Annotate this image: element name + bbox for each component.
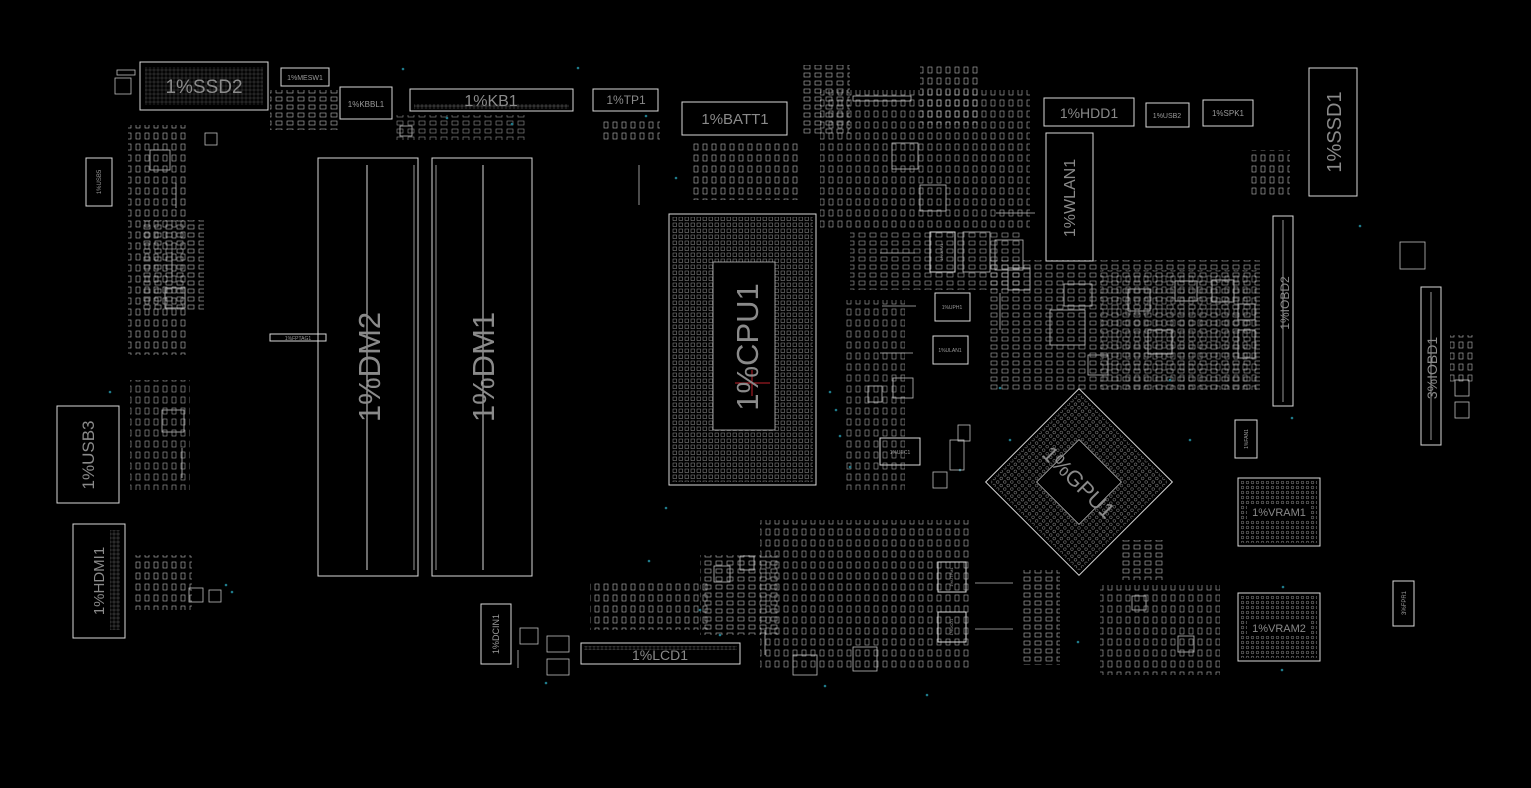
label-dm1: 1%DM1	[466, 312, 501, 422]
label-usb3: 1%USB3	[79, 421, 98, 490]
label-iobd2: 1%IOBD2	[1278, 276, 1292, 330]
label-lcd1: 1%LCD1	[632, 647, 688, 663]
connector-batt1[interactable]: 1%BATT1	[681, 101, 788, 136]
label-iobd1: 3%IOBD1	[1424, 337, 1440, 399]
dimm-slot-dm2[interactable]: 1%DM2	[317, 157, 419, 577]
connector-dcin1[interactable]: 1%DCIN1	[480, 603, 512, 665]
testpad-fptag[interactable]: 1%FPTAG1	[269, 333, 327, 342]
label-vram2: 1%VRAM2	[1252, 623, 1306, 635]
label-spk1: 1%SPK1	[1212, 109, 1245, 118]
memory-chip-vram1[interactable]: 1%VRAM1	[1237, 477, 1321, 547]
connector-kb1[interactable]: 1%KB1	[409, 88, 574, 112]
label-batt1: 1%BATT1	[701, 111, 768, 128]
ic-misc	[792, 95, 1235, 676]
label-vram1: 1%VRAM1	[1252, 507, 1306, 519]
memory-chip-vram2[interactable]: 1%VRAM2	[1237, 592, 1321, 662]
ic-uph[interactable]: 1%UPH1	[934, 292, 971, 322]
label-upm: 1%UPM1	[939, 243, 944, 261]
connector-usb3[interactable]: 1%USB3	[56, 405, 120, 504]
label-uph: 1%UPH1	[942, 305, 963, 311]
label-ucd: 1%UCD1	[949, 618, 954, 635]
label-mesw1: 1%MESW1	[287, 75, 323, 82]
connector-mesw1[interactable]: 1%MESW1	[280, 67, 330, 87]
connector-tp1[interactable]: 1%TP1	[592, 88, 659, 112]
label-fpr1: 3%FPR1	[1402, 590, 1408, 615]
connector-hdmi1[interactable]: 1%HDMI1	[72, 523, 126, 639]
label-hdmi1: 1%HDMI1	[91, 547, 108, 615]
label-dcin1: 1%DCIN1	[491, 614, 501, 654]
label-usb2: 1%USB2	[1153, 113, 1182, 120]
label-ssd1: 1%SSD1	[1324, 91, 1346, 172]
ic-uec[interactable]: 1%UEC1	[879, 437, 921, 466]
connector-hdd1[interactable]: 1%HDD1	[1043, 97, 1135, 127]
label-fptag: 1%FPTAG1	[285, 336, 312, 342]
connector-spk1[interactable]: 1%SPK1	[1202, 99, 1254, 127]
label-dm2: 1%DM2	[352, 312, 387, 422]
dimm-slot-dm1[interactable]: 1%DM1	[431, 157, 533, 577]
connector-kbbl1[interactable]: 1%KBBL1	[339, 86, 393, 120]
connector-wlan1[interactable]: 1%WLAN1	[1045, 132, 1094, 262]
label-utpm: 1%UTPM1	[949, 567, 954, 587]
connector-fpr1[interactable]: 3%FPR1	[1392, 580, 1415, 627]
label-kbbl1: 1%KBBL1	[348, 100, 385, 109]
ic-ucd[interactable]: 1%UCD1	[937, 611, 967, 643]
ic-ulan[interactable]: 1%ULAN1	[932, 335, 969, 365]
label-usb5: 1%USB5	[97, 169, 103, 194]
cpu-bga-cpu1[interactable]: 1%CPU1	[668, 213, 817, 486]
small-components-layer	[108, 65, 1475, 697]
connector-usb2[interactable]: 1%USB2	[1145, 102, 1190, 128]
label-ulan: 1%ULAN1	[938, 348, 962, 354]
label-kb1: 1%KB1	[464, 93, 517, 110]
connector-iobd2[interactable]: 1%IOBD2	[1272, 215, 1294, 407]
ic-upm[interactable]: 1%UPM1	[929, 231, 956, 273]
connector-iobd1[interactable]: 3%IOBD1	[1420, 286, 1442, 446]
label-uec: 1%UEC1	[890, 450, 911, 456]
label-ssd2: 1%SSD2	[165, 77, 242, 98]
connector-ssd1[interactable]: 1%SSD1	[1308, 67, 1358, 197]
connector-fan1[interactable]: 1%FAN1	[1234, 419, 1258, 459]
label-tp1: 1%TP1	[606, 93, 646, 107]
connector-lcd1[interactable]: 1%LCD1	[580, 642, 741, 665]
connector-ssd2[interactable]: 1%SSD2	[139, 61, 269, 111]
label-wlan1: 1%WLAN1	[1062, 159, 1079, 237]
ic-utpm[interactable]: 1%UTPM1	[937, 561, 967, 593]
label-cpu1: 1%CPU1	[730, 283, 765, 411]
connector-usb5[interactable]: 1%USB5	[85, 157, 113, 207]
label-hdd1: 1%HDD1	[1060, 105, 1119, 121]
label-fan1: 1%FAN1	[1244, 429, 1250, 449]
